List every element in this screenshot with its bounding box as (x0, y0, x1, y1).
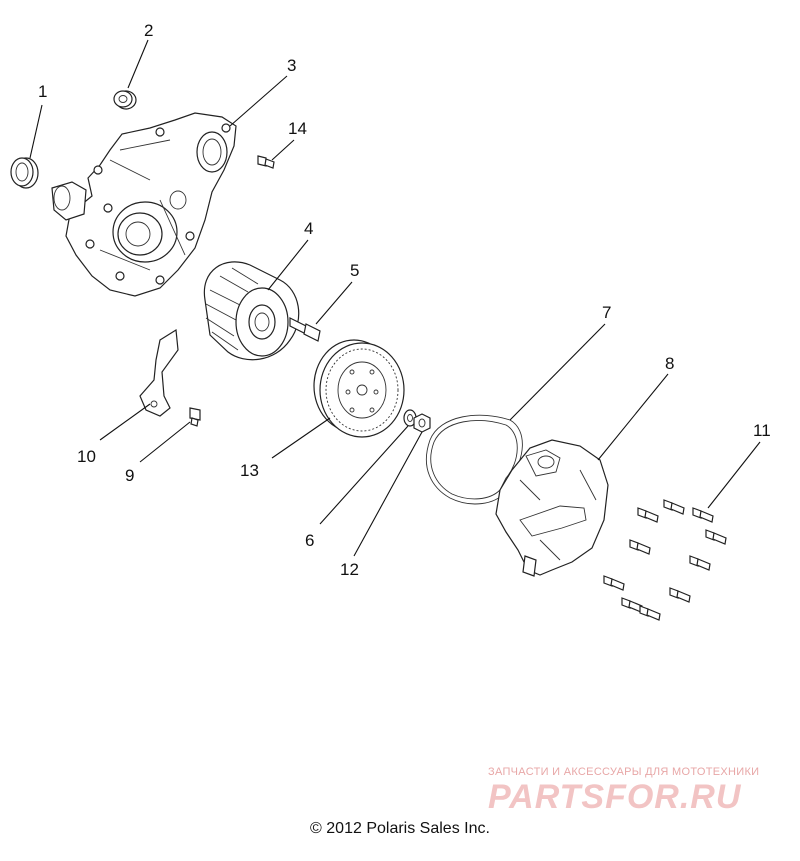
cover-bolt (705, 529, 727, 545)
leader-10 (99, 403, 151, 441)
leader-8 (597, 373, 669, 461)
cover-bolt (663, 499, 685, 515)
leader-6 (319, 425, 409, 525)
leader-12 (353, 431, 423, 557)
leader-7 (509, 323, 606, 421)
part-1-seal (10, 157, 39, 189)
leader-14 (271, 139, 295, 161)
part-3-crankcase-cover (51, 112, 237, 297)
cover-bolt (669, 587, 691, 603)
callout-14: 14 (288, 119, 307, 138)
cover-bolt (637, 507, 659, 523)
watermark-brand: PARTSFOR.RU (488, 778, 742, 816)
cover-bolt (692, 507, 714, 523)
leader-5 (315, 281, 353, 325)
callout-1: 1 (38, 82, 47, 101)
leader-3 (229, 75, 288, 127)
leader-13 (271, 417, 331, 459)
callout-8: 8 (665, 354, 674, 373)
part-13-flywheel (313, 339, 405, 438)
part-4-stator (203, 261, 300, 361)
part-9-screw (189, 407, 201, 427)
part-12-nut (413, 413, 431, 433)
copyright-notice: © 2012 Polaris Sales Inc. (310, 820, 490, 837)
cover-bolt (639, 605, 661, 621)
leader-9 (139, 421, 191, 463)
leader-lines (29, 39, 761, 557)
part-14-bolt (257, 155, 275, 169)
part-2-bearing (113, 90, 137, 110)
leader-2 (127, 39, 149, 89)
callout-13: 13 (240, 461, 259, 480)
leader-4 (267, 239, 309, 291)
callout-9: 9 (125, 466, 134, 485)
leader-11 (707, 441, 761, 509)
callout-12: 12 (340, 560, 359, 579)
callout-10: 10 (77, 447, 96, 466)
part-6-washer (403, 409, 417, 427)
callout-11: 11 (753, 421, 771, 440)
part-10-bracket (139, 328, 179, 417)
callout-3: 3 (287, 56, 296, 75)
callout-2: 2 (144, 21, 153, 40)
leader-1 (29, 104, 43, 159)
part-11-cover-bolts (603, 499, 727, 621)
cover-bolt (629, 539, 651, 555)
callout-7: 7 (602, 303, 611, 322)
callout-5: 5 (350, 261, 359, 280)
callout-6: 6 (305, 531, 314, 550)
cover-bolt (689, 555, 711, 571)
part-5-bolt (289, 317, 321, 342)
callout-numbers: 1 2 3 4 5 6 7 8 9 10 11 12 13 14 (38, 21, 771, 579)
part-8-outer-cover (495, 439, 609, 577)
cover-bolt (621, 597, 643, 613)
callout-4: 4 (304, 219, 313, 238)
cover-bolt (603, 575, 625, 591)
watermark-tagline: ЗАПЧАСТИ И АКСЕССУАРЫ ДЛЯ МОТОТЕХНИКИ (488, 766, 760, 778)
